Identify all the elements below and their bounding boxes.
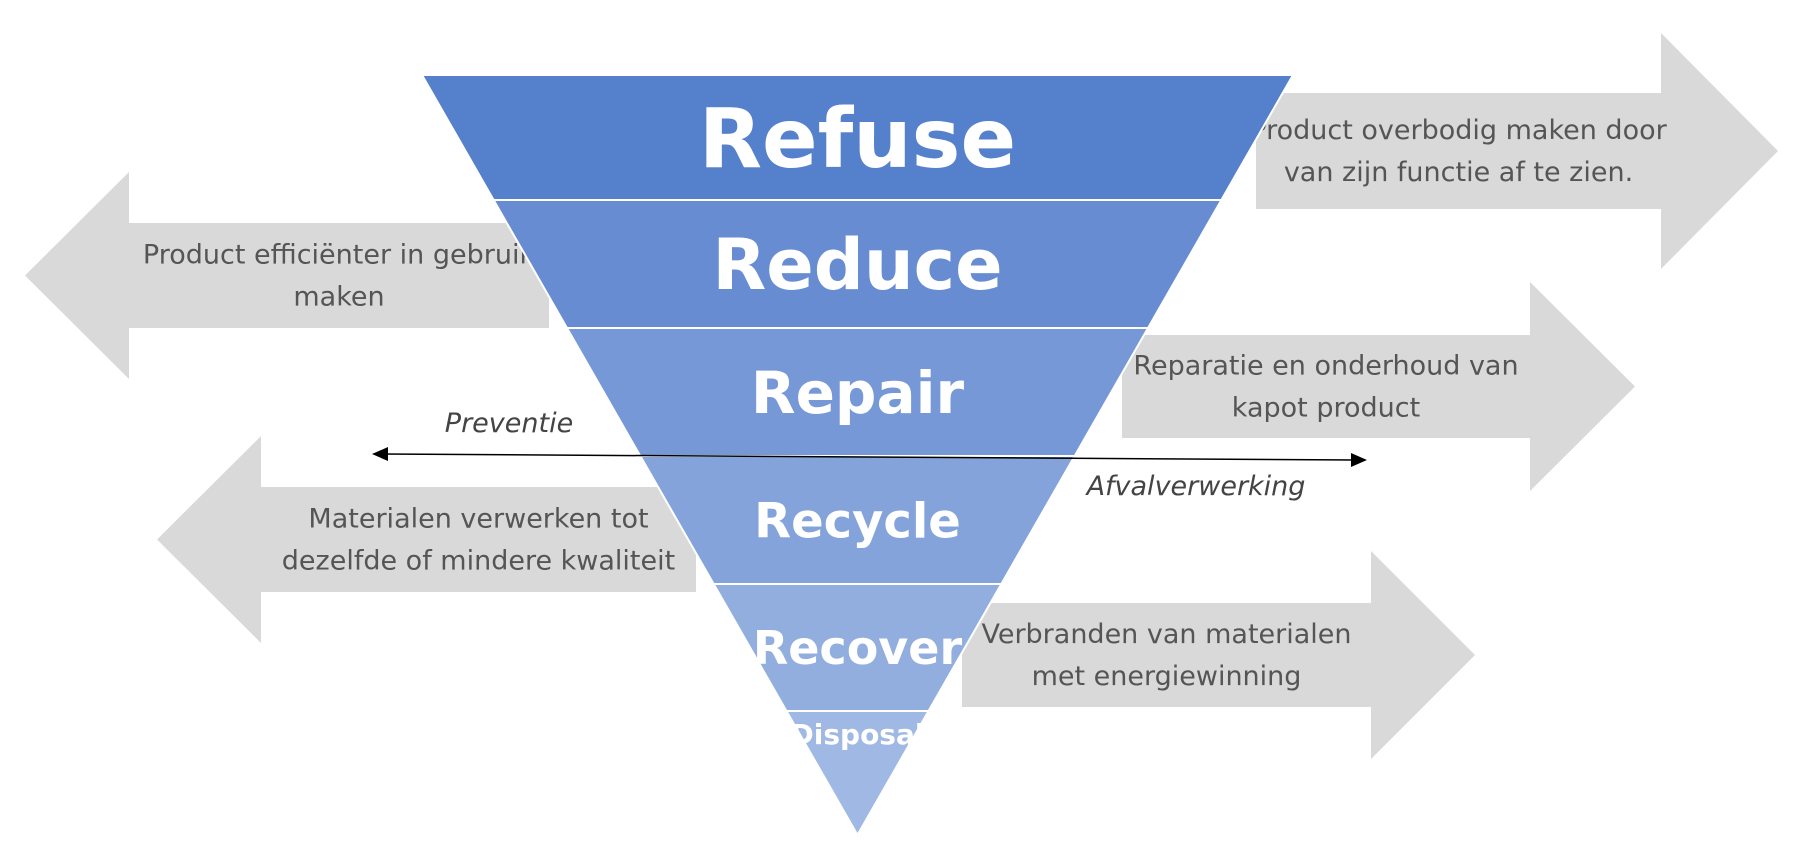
arrow-text-line: dezelfde of mindere kwaliteit [282,546,675,577]
axis-label-preventie: Preventie [445,408,573,439]
arrow-text-line: Product efficiënter in gebruik [143,240,536,271]
arrow-text-refuse: Product overbodig maken door van zijn fun… [1250,115,1667,188]
axis-label-afvalverwerking: Afvalverwerking [1085,471,1306,502]
arrow-recycle-left-icon [157,436,696,643]
arrow-text-line: Reparatie en onderhoud van [1133,351,1518,382]
arrow-text-reduce: Product efficiënter in gebruik maken [143,240,536,313]
pyramid-band-disposal [784,710,931,838]
preventie-afvalverwerking-axis-line [381,453,1357,461]
pyramid-label-reduce: Reduce [712,224,1002,306]
arrow-text-line: kapot product [1232,393,1420,424]
arrows-layer: Product overbodig maken door van zijn fun… [25,33,1778,759]
arrow-reduce-left-icon [25,172,549,379]
arrow-text-line: van zijn functie af te zien. [1284,157,1633,188]
arrow-text-line: met energiewinning [1032,661,1302,692]
pyramid-label-recover: Recover [753,621,963,675]
axis-left-arrowhead-icon [372,447,388,461]
axis: Preventie Afvalverwerking [372,408,1367,502]
arrow-repair-right-icon [1122,282,1635,491]
pyramid-label-disposal: Disposal [791,718,925,751]
pyramid-label-recycle: Recycle [754,493,961,549]
arrow-text-line: maken [293,282,384,313]
arrow-text-line: Verbranden van materialen [981,619,1351,650]
arrow-text-recover: Verbranden van materialen met energiewinn… [981,619,1351,692]
arrow-text-repair: Reparatie en onderhoud van kapot product [1133,351,1518,424]
pyramid-label-refuse: Refuse [699,92,1016,187]
arrow-text-recycle: Materialen verwerken tot dezelfde of mind… [282,504,675,577]
axis-right-arrowhead-icon [1351,453,1367,467]
arrow-text-line: Materialen verwerken tot [308,504,648,535]
pyramid-label-repair: Repair [751,359,965,427]
arrow-refuse-right-icon [1256,33,1778,269]
arrow-recover-right-icon [962,551,1475,759]
arrow-text-line: Product overbodig maken door [1250,115,1667,146]
